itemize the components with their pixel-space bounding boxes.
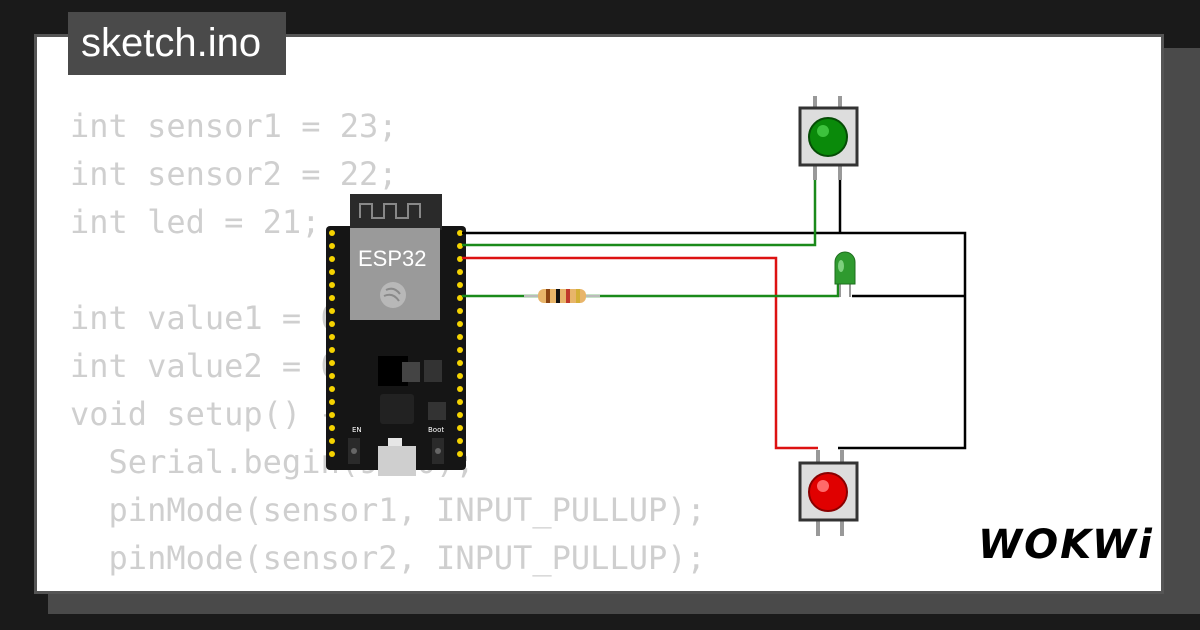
wire-sensor2[interactable] (462, 256, 818, 450)
esp32-board[interactable]: ESP32 EN Boot (326, 194, 466, 476)
wire-sensor1[interactable] (462, 180, 817, 247)
board-label: ESP32 (358, 246, 427, 271)
code-line: pinMode(sensor1, INPUT_PULLUP); (70, 491, 706, 529)
preview-panel: int sensor1 = 23; int sensor2 = 22; int le… (34, 34, 1164, 594)
en-label: EN (352, 426, 362, 434)
boot-label: Boot (428, 426, 444, 434)
led[interactable] (834, 251, 856, 297)
wokwi-logo: WOKWi (978, 522, 1154, 568)
wire-gnd[interactable] (462, 231, 967, 450)
resistor[interactable] (524, 289, 600, 303)
code-line: pinMode(led, OUTPUT); (70, 582, 706, 591)
pushbutton-red[interactable] (798, 450, 859, 536)
file-tab[interactable]: sketch.ino (68, 12, 286, 75)
code-line: int sensor2 = 22; (70, 155, 398, 193)
code-editor: int sensor1 = 23; int sensor2 = 22; int le… (70, 102, 706, 591)
pushbutton-green[interactable] (798, 96, 859, 180)
code-line: int sensor1 = 23; (70, 107, 398, 145)
code-line: int led = 21; (70, 203, 321, 241)
code-line: pinMode(sensor2, INPUT_PULLUP); (70, 539, 706, 577)
wire-led[interactable] (462, 284, 840, 298)
